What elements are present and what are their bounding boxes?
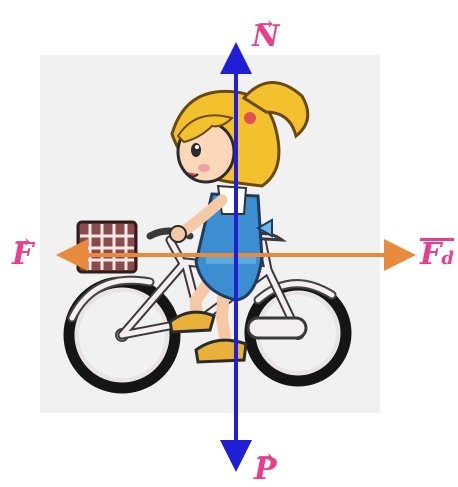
vector-arrow-icon: → — [258, 14, 274, 35]
applied-force-symbol: F — [12, 237, 34, 272]
back-shoe — [168, 310, 216, 334]
resistance-force-symbol: F — [420, 237, 442, 272]
basket — [76, 220, 138, 274]
eye — [191, 143, 201, 157]
weight-force-label: → P — [254, 449, 277, 487]
resistance-force-label: Fd — [420, 237, 454, 274]
vector-arrow-icon: → — [257, 447, 273, 468]
chain-guard — [246, 316, 308, 340]
vector-bar-icon — [420, 238, 454, 241]
rear-wheel-rim — [75, 288, 169, 382]
girl-rider — [168, 81, 310, 364]
resistance-force-subscript: d — [441, 248, 454, 269]
normal-force-symbol: N — [252, 19, 280, 54]
front-shoe — [194, 338, 248, 364]
front-fender-inner — [255, 281, 335, 303]
weight-force-symbol: P — [254, 452, 277, 487]
ponytail — [241, 81, 310, 139]
rear-fender-inner — [69, 277, 153, 321]
normal-force-label: → N — [252, 16, 280, 54]
applied-force-label: → F — [12, 234, 34, 272]
vector-arrow-icon: → — [15, 232, 31, 253]
